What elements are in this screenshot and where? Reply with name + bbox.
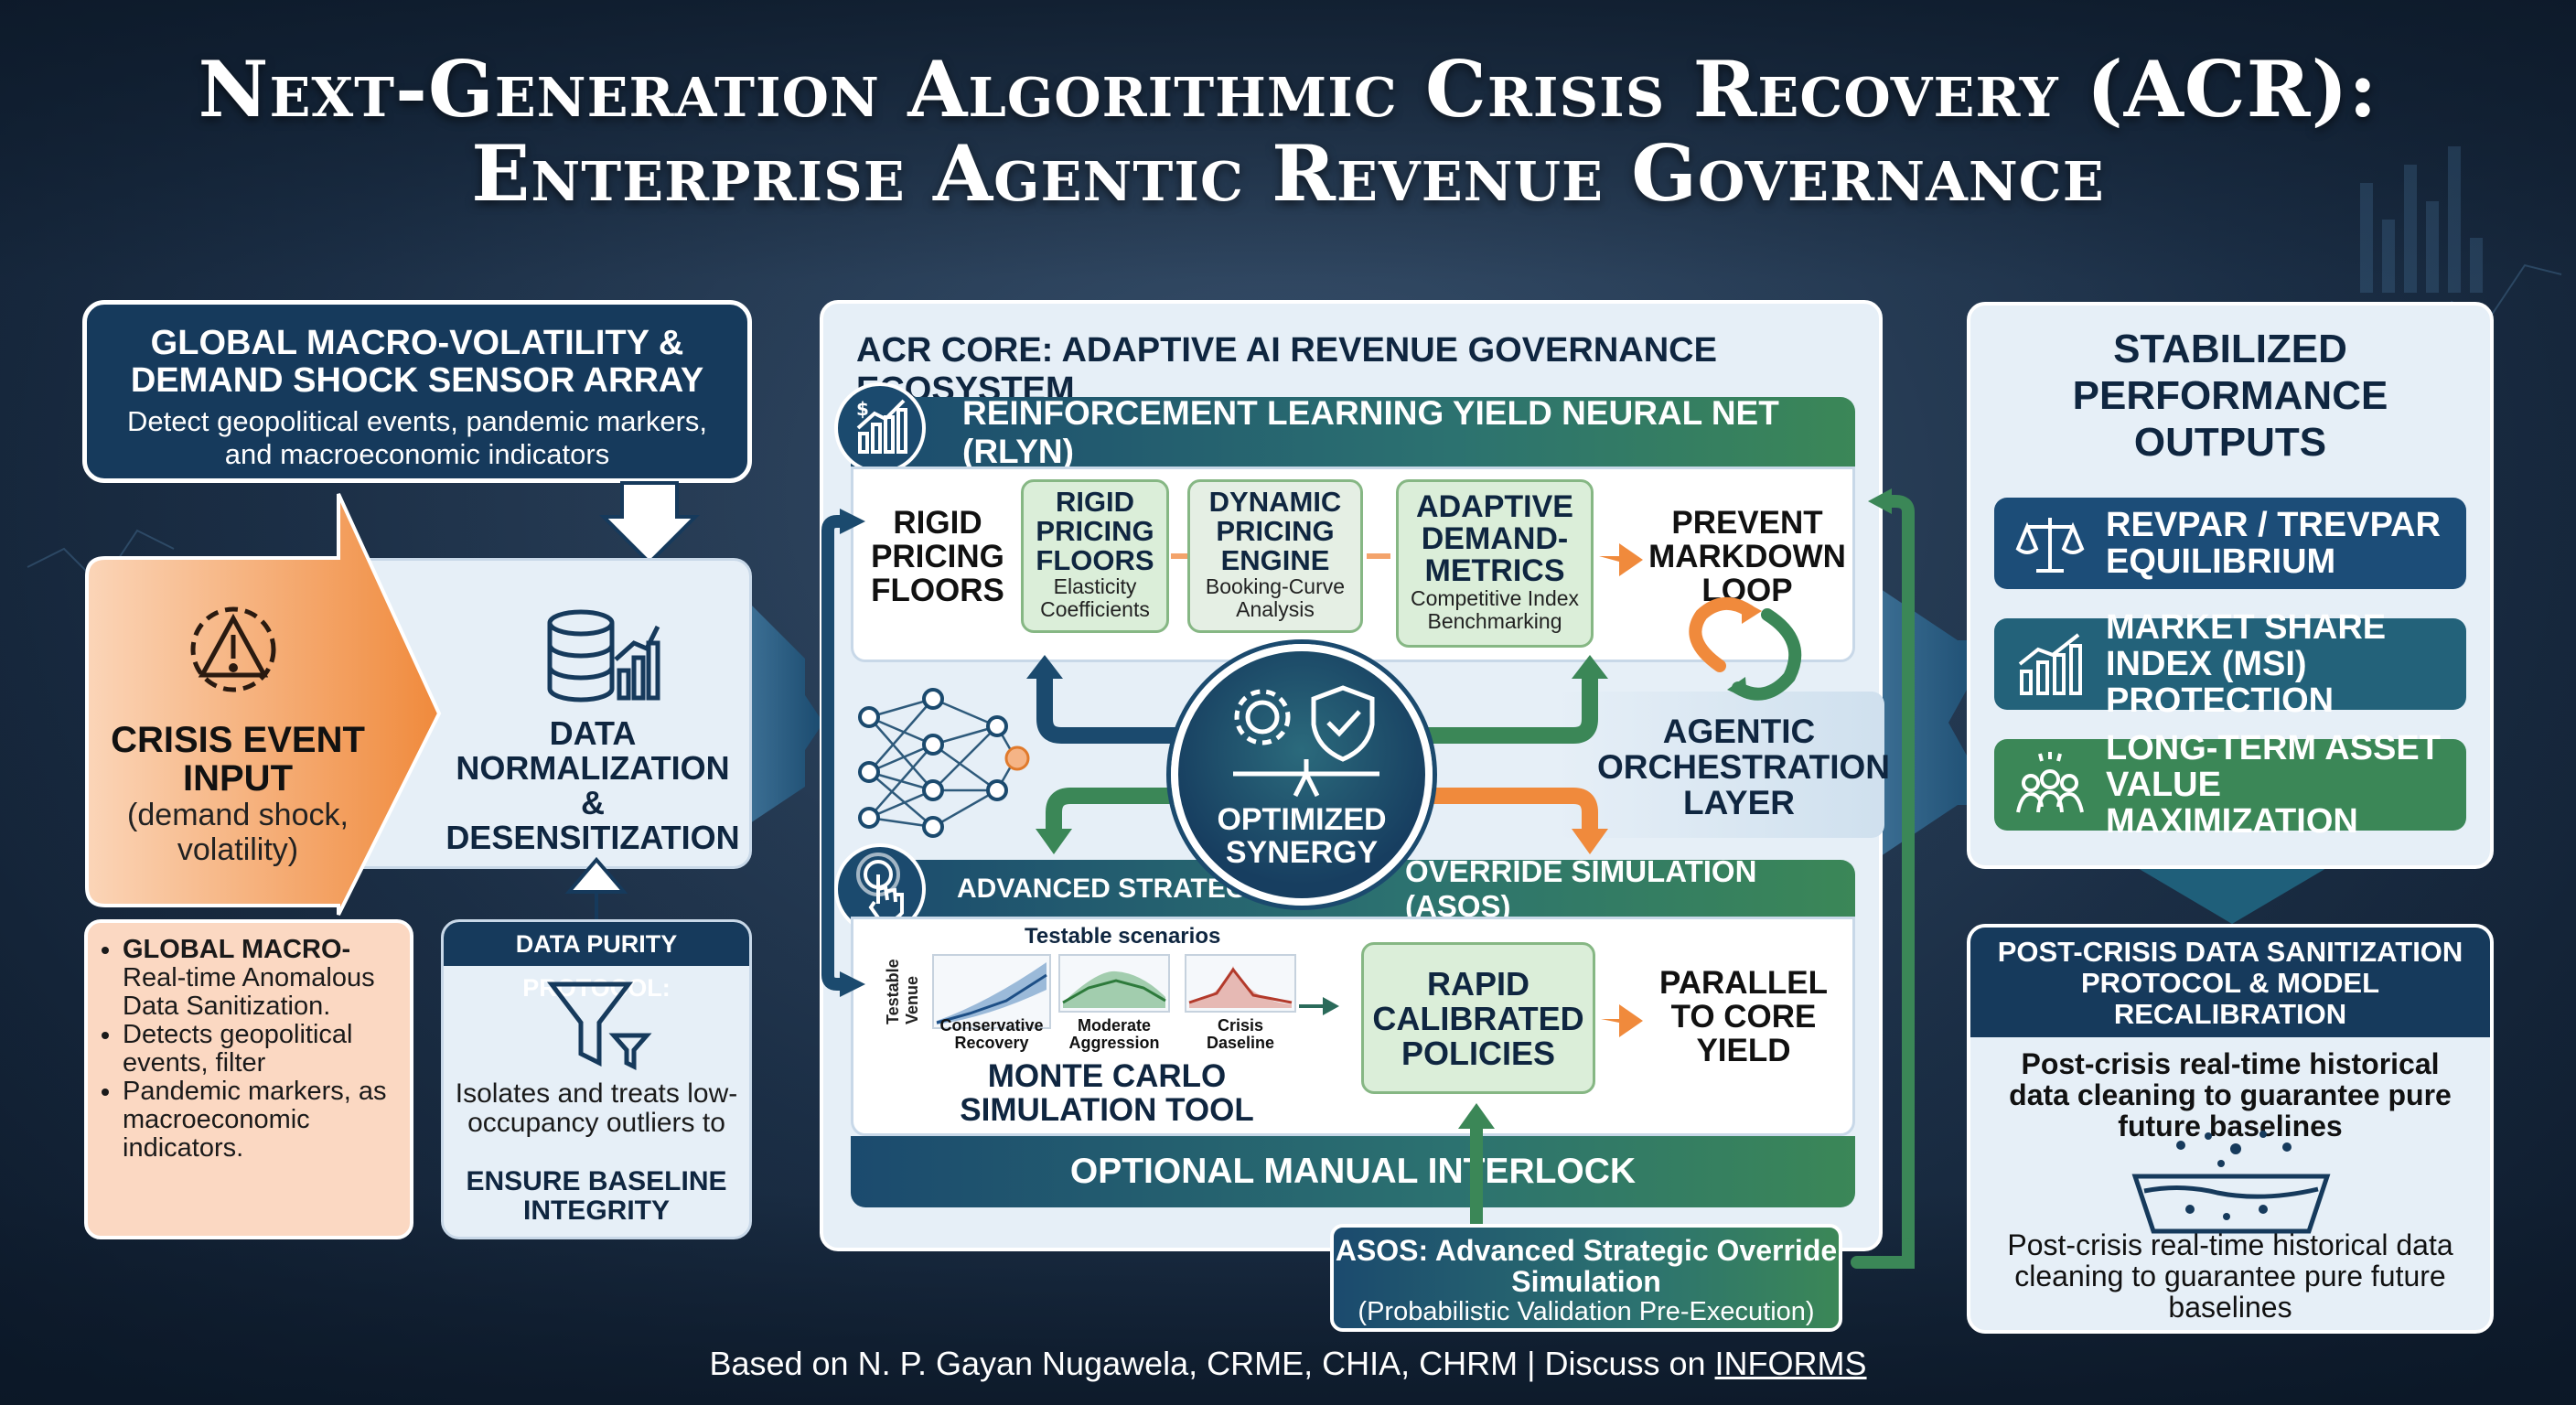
crisis-event-text: CRISIS EVENT INPUT (demand shock, volati… <box>91 721 384 867</box>
asos-validation-title: ASOS: Advanced Strategic Override Simula… <box>1334 1235 1839 1297</box>
pill-rigid-sub: Elasticity Coefficients <box>1024 575 1166 621</box>
people-group-icon <box>2014 752 2086 818</box>
asos-validation-box: ASOS: Advanced Strategic Override Simula… <box>1330 1224 1842 1332</box>
database-chart-icon <box>542 606 661 707</box>
optimized-synergy-label: OPTIMIZED SYNERGY <box>1187 803 1416 869</box>
rlyn-header: REINFORCEMENT LEARNING YIELD NEURAL NET … <box>851 397 1855 468</box>
post-crisis-title: POST-CRISIS DATA SANITIZATION PROTOCOL &… <box>1970 928 2490 1037</box>
title-line-2: Enterprise Agentic Revenue Governance <box>0 132 2576 216</box>
crisis-bullets-box: GLOBAL MACRO-Real-time Anomalous Data Sa… <box>84 919 413 1239</box>
neural-network-icon <box>851 681 1034 845</box>
pill-rigid-pricing-floors: RIGID PRICING FLOORS Elasticity Coeffici… <box>1021 479 1169 633</box>
scenarios-y-label: Testable Venue <box>884 942 922 1024</box>
optimized-synergy-circle: OPTIMIZED SYNERGY <box>1171 644 1433 906</box>
footer: Based on N. P. Gayan Nugawela, CRME, CHI… <box>0 1345 2576 1383</box>
output-item-asset-value: LONG-TERM ASSET VALUE MAXIMIZATION <box>1994 739 2466 831</box>
post-crisis-box: POST-CRISIS DATA SANITIZATION PROTOCOL &… <box>1967 924 2494 1334</box>
page-title: Next-Generation Algorithmic Crisis Recov… <box>0 48 2576 216</box>
money-chart-icon: $ <box>838 386 922 470</box>
pill-dynamic-sub: Booking-Curve Analysis <box>1190 575 1360 621</box>
pill-rigid-title: RIGID PRICING FLOORS <box>1024 488 1166 575</box>
pill-dynamic-pricing-engine: DYNAMIC PRICING ENGINE Booking-Curve Ana… <box>1187 479 1363 633</box>
sensor-description: Detect geopolitical events, pandemic mar… <box>102 405 733 471</box>
post-crisis-normal-text: Post-crisis real-time historical data cl… <box>1980 1229 2481 1323</box>
rlyn-icon-badge: $ <box>834 382 926 474</box>
data-purity-title: DATA PURITY PROTOCOL: <box>444 922 749 966</box>
scenario-label-conservative: Conservative Recovery <box>928 1017 1056 1052</box>
crisis-title: CRISIS EVENT INPUT <box>91 721 384 798</box>
scenario-label-crisis: Crisis Daseline <box>1186 1017 1295 1052</box>
asos-title-right: OVERRIDE SIMULATION (ASOS) <box>1405 854 1855 924</box>
scales-icon <box>2014 510 2086 576</box>
sensor-title: GLOBAL MACRO-VOLATILITY & DEMAND SHOCK S… <box>102 325 733 400</box>
output-item-msi: MARKET SHARE INDEX (MSI) PROTECTION <box>1994 618 2466 710</box>
monte-carlo-label: MONTE CARLO SIMULATION TOOL <box>942 1059 1272 1127</box>
data-purity-strong: ENSURE BASELINE INTEGRITY <box>453 1167 740 1226</box>
scenarios-title: Testable scenarios <box>1025 924 1262 949</box>
manual-interlock-bar: OPTIONAL MANUAL INTERLOCK <box>851 1136 1855 1207</box>
sensor-array-box: GLOBAL MACRO-VOLATILITY & DEMAND SHOCK S… <box>82 300 752 483</box>
growth-chart-icon <box>2014 631 2086 697</box>
asos-validation-sub: (Probabilistic Validation Pre-Execution) <box>1334 1297 1839 1326</box>
agentic-orchestration-label: AGENTIC ORCHESTRATION LAYER <box>1597 713 1881 820</box>
scenario-label-moderate: Moderate Aggression <box>1059 1017 1169 1052</box>
footer-link-informs[interactable]: INFORMS <box>1715 1345 1867 1382</box>
output-item-revpar: REVPAR / TREVPAR EQUILIBRIUM <box>1994 498 2466 589</box>
crisis-bullet-1: GLOBAL MACRO-Real-time Anomalous Data Sa… <box>123 936 399 1021</box>
pill-adaptive-title: ADAPTIVE DEMAND-METRICS <box>1399 491 1591 587</box>
normalization-title: DATA NORMALIZATION & DESENSITIZATION <box>442 716 744 855</box>
manual-interlock-label: OPTIONAL MANUAL INTERLOCK <box>1070 1152 1636 1192</box>
parallel-to-core-yield: PARALLEL TO CORE YIELD <box>1637 966 1850 1067</box>
crisis-subtitle: (demand shock, volatility) <box>91 798 384 867</box>
pill-dynamic-title: DYNAMIC PRICING ENGINE <box>1190 488 1360 575</box>
prevent-markdown-loop-label: PREVENT MARKDOWN LOOP <box>1647 506 1848 607</box>
data-purity-box: DATA PURITY PROTOCOL: Isolates and treat… <box>441 919 752 1239</box>
rlyn-title: REINFORCEMENT LEARNING YIELD NEURAL NET … <box>962 394 1855 471</box>
title-line-1: Next-Generation Algorithmic Crisis Recov… <box>0 48 2576 132</box>
footer-text: Based on N. P. Gayan Nugawela, CRME, CHI… <box>709 1345 1714 1382</box>
outputs-title: STABILIZED PERFORMANCE OUTPUTS <box>2044 326 2417 466</box>
filter-funnel-icon <box>544 975 654 1076</box>
data-purity-description: Isolates and treats low-occupancy outlie… <box>453 1079 740 1138</box>
crisis-bullet-3: Pandemic markers, as macroeconomic indic… <box>123 1078 399 1163</box>
crisis-bullet-2: Detects geopolitical events, filter <box>123 1021 399 1078</box>
gear-shield-balance-icon <box>1215 679 1398 798</box>
warning-gear-icon <box>169 593 297 712</box>
svg-text:$: $ <box>856 398 869 420</box>
rigid-pricing-floors-label: RIGID PRICING FLOORS <box>860 506 1015 607</box>
pill-adaptive-demand-metrics: ADAPTIVE DEMAND-METRICS Competitive Inde… <box>1396 479 1594 648</box>
rapid-calibrated-policies: RAPID CALIBRATED POLICIES <box>1361 942 1595 1094</box>
cleaning-basin-icon <box>2126 1127 2336 1237</box>
pill-adaptive-sub: Competitive Index Benchmarking <box>1399 587 1591 633</box>
